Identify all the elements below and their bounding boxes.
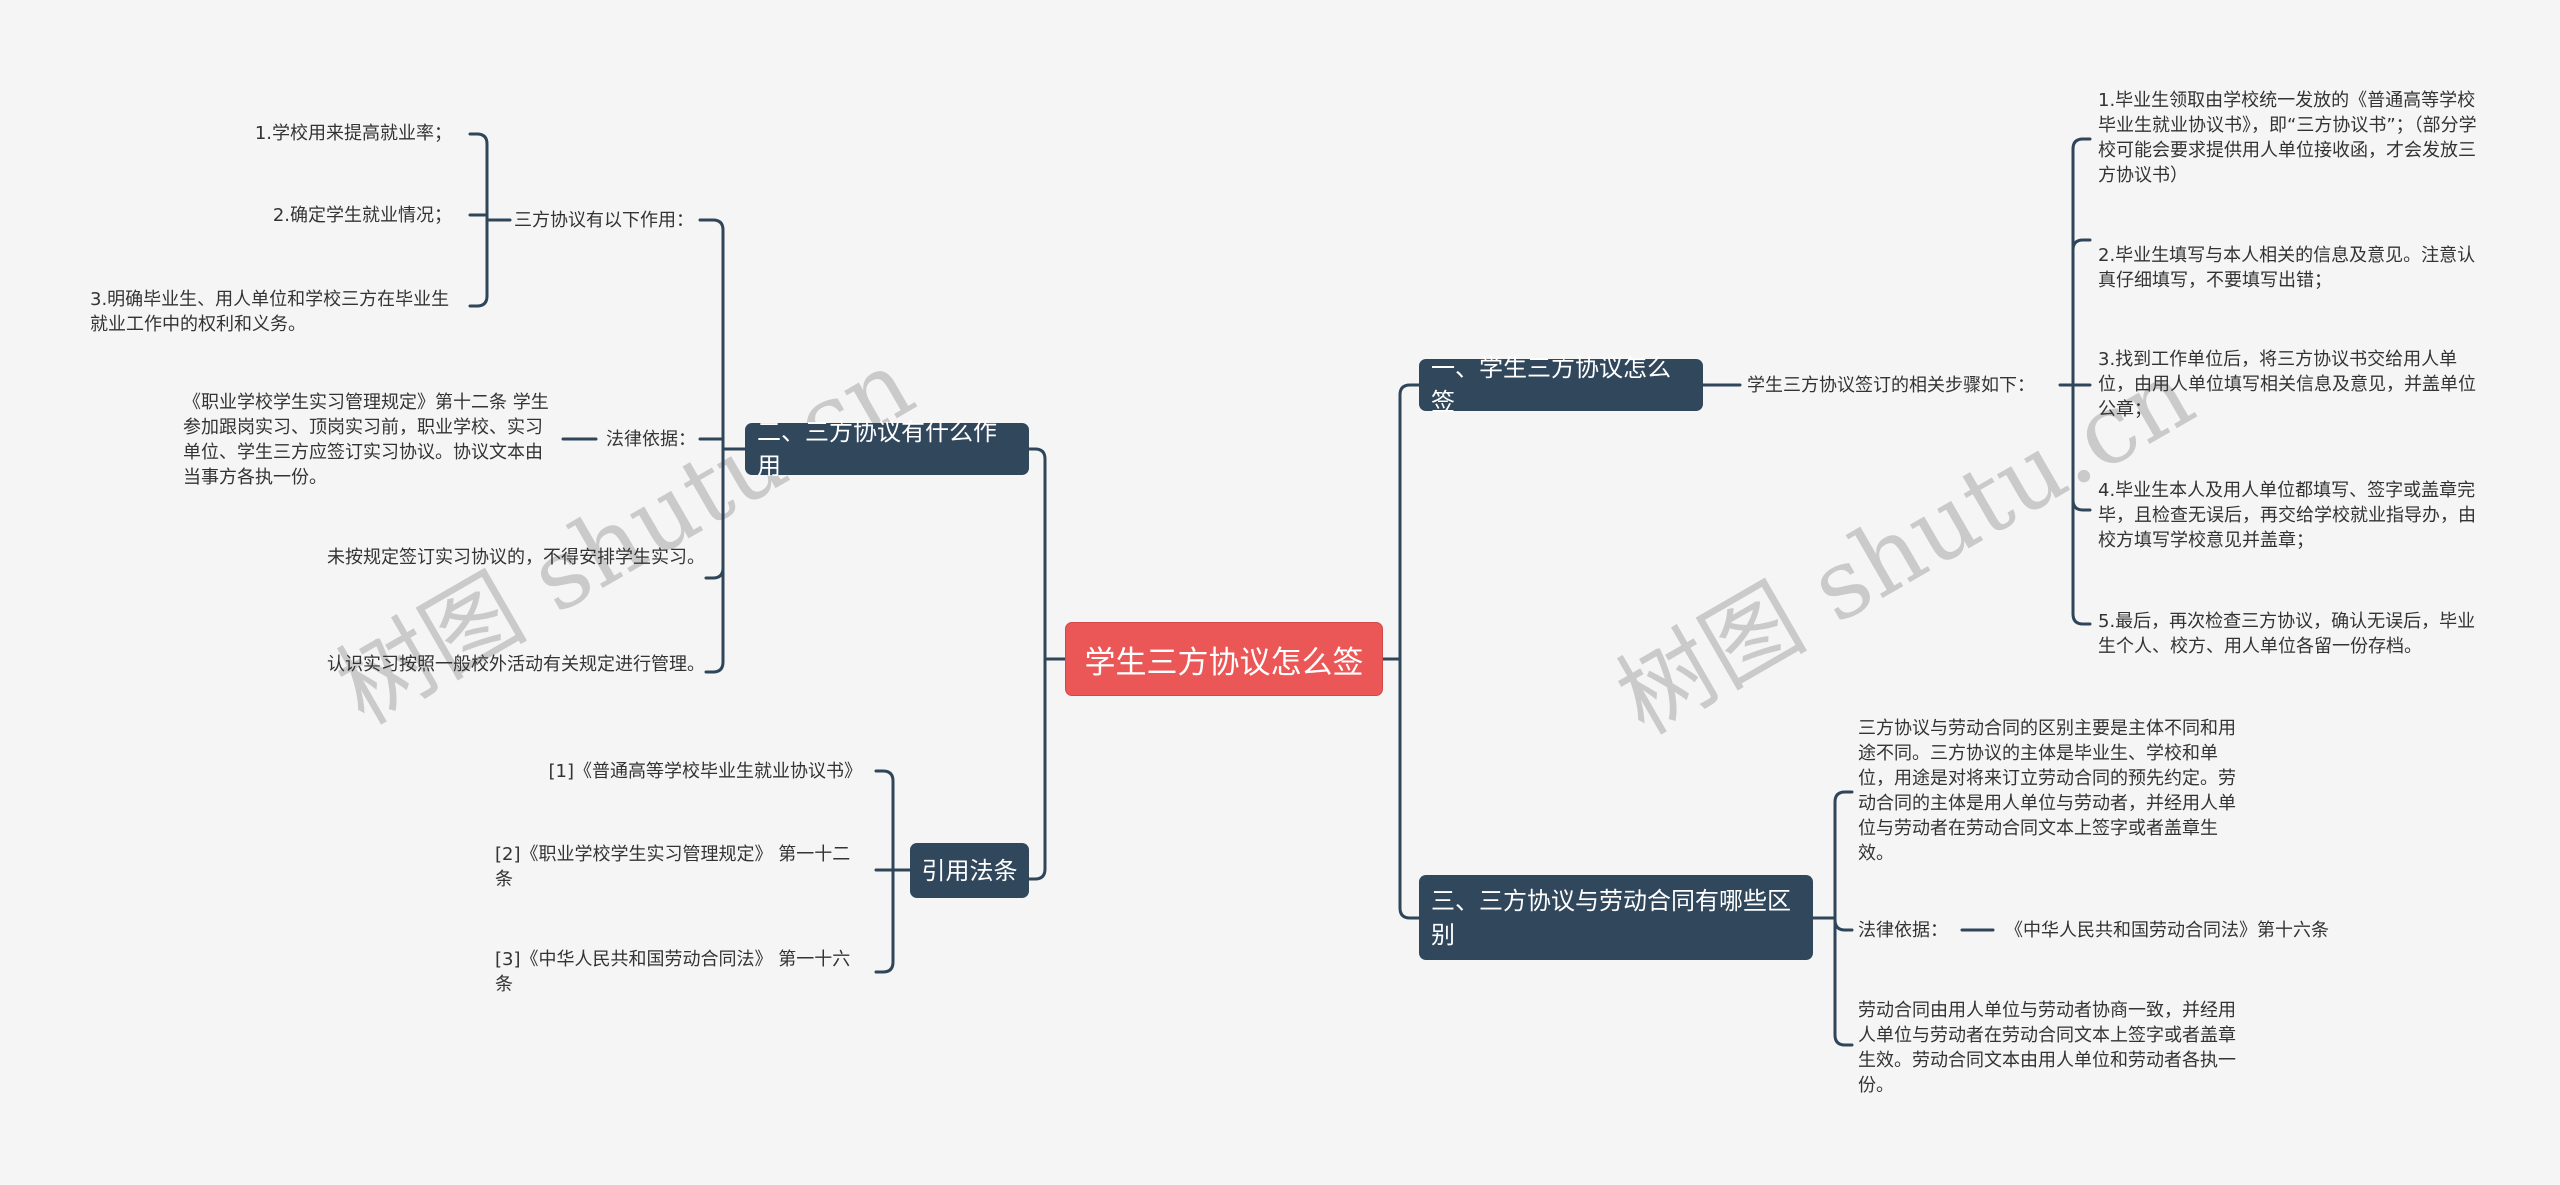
difference-text: 三方协议与劳动合同的区别主要是主体不同和用途不同。三方协议的主体是毕业生、学校和… xyxy=(1858,718,2236,864)
steps-heading: 学生三方协议签订的相关步骤如下： xyxy=(1747,375,2035,396)
branch-citations[interactable]: 引用法条 xyxy=(910,843,1029,898)
branch-label: 一、学生三方协议怎么签 xyxy=(1431,354,1671,416)
step-3: 3.找到工作单位后，将三方协议书交给用人单位，由用人单位填写相关信息及意见，并盖… xyxy=(2098,349,2476,420)
note-internship-agreement: 未按规定签订实习协议的，不得安排学生实习。 xyxy=(327,547,705,568)
functions-heading: 三方协议有以下作用： xyxy=(514,210,694,231)
citation-2: [2]《职业学校学生实习管理规定》 第一十二条 xyxy=(495,844,851,890)
branch-label: 三、三方协议与劳动合同有哪些区别 xyxy=(1431,886,1791,949)
branch-purpose[interactable]: 二、三方协议有什么作用 xyxy=(745,418,1029,480)
function-1: 1.学校用来提高就业率； xyxy=(254,123,452,144)
step-1: 1.毕业生领取由学校统一发放的《普通高等学校毕业生就业协议书》，即“三方协议书”… xyxy=(2098,90,2477,186)
legal-basis-text: 《职业学校学生实习管理规定》第十二条 学生参加跟岗实习、顶岗实习前，职业学校、实… xyxy=(183,392,549,488)
root-topic-label: 学生三方协议怎么签 xyxy=(1084,644,1364,681)
step-5: 5.最后，再次检查三方协议，确认无误后，毕业生个人、校方、用人单位各留一份存档。 xyxy=(2098,611,2476,657)
note-cognitive-internship: 认识实习按照一般校外活动有关规定进行管理。 xyxy=(327,654,705,675)
citation-3: [3]《中华人民共和国劳动合同法》 第一十六条 xyxy=(495,949,851,995)
legal-basis-label: 法律依据： xyxy=(1858,920,1948,941)
function-3: 3.明确毕业生、用人单位和学校三方在毕业生就业工作中的权利和义务。 xyxy=(90,289,450,335)
citation-1: [1]《普通高等学校毕业生就业协议书》 xyxy=(548,761,863,782)
branch-label: 二、三方协议有什么作用 xyxy=(757,418,997,480)
branch-label: 引用法条 xyxy=(921,856,1018,885)
step-2: 2.毕业生填写与本人相关的信息及意见。注意认真仔细填写，不要填写出错； xyxy=(2098,245,2476,291)
root-topic[interactable]: 学生三方协议怎么签 xyxy=(1065,622,1383,696)
step-4: 4.毕业生本人及用人单位都填写、签字或盖章完毕，且检查无误后，再交给学校就业指导… xyxy=(2098,480,2476,551)
legal-basis-ref: 《中华人民共和国劳动合同法》第十六条 xyxy=(2005,920,2329,941)
labor-contract-text: 劳动合同由用人单位与劳动者协商一致，并经用人单位与劳动者在劳动合同文本上签字或者… xyxy=(1858,1000,2236,1096)
branch-difference[interactable]: 三、三方协议与劳动合同有哪些区别 xyxy=(1419,875,1813,960)
branch-how-to-sign[interactable]: 一、学生三方协议怎么签 xyxy=(1419,354,1703,416)
legal-basis-label: 法律依据： xyxy=(606,429,696,450)
function-2: 2.确定学生就业情况； xyxy=(272,205,452,226)
